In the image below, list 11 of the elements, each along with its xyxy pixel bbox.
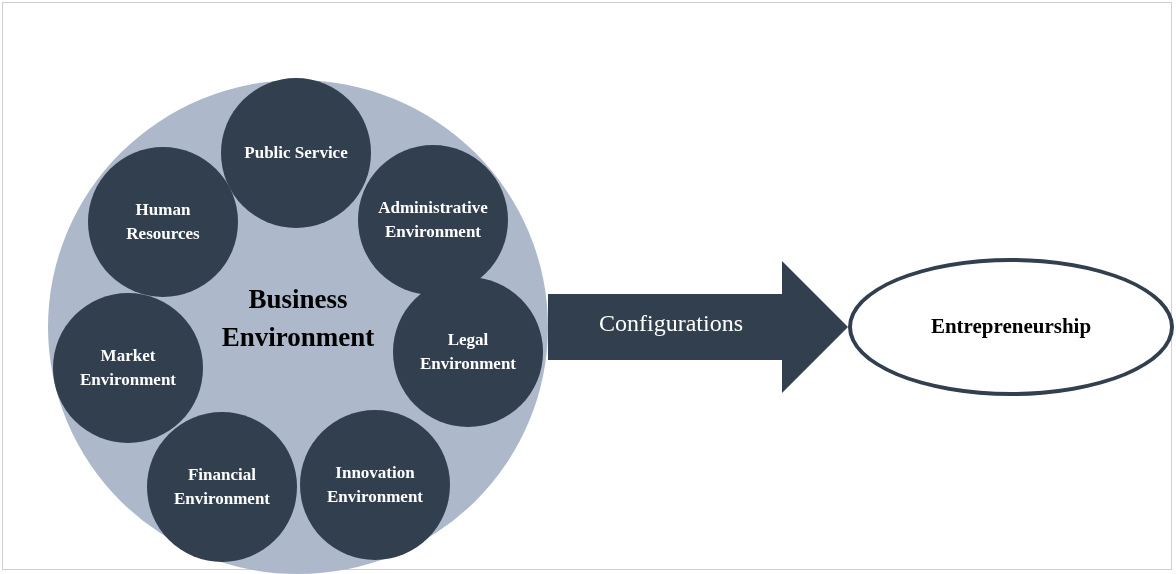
block-arrow [548, 261, 848, 393]
node-text: Innovation Environment [325, 462, 424, 508]
node-text: Human Resources [125, 199, 201, 245]
node-text: Administrative Environment [377, 197, 489, 243]
node-text: Entrepreneurship [929, 313, 1093, 341]
group-title: Business Environment [220, 283, 376, 354]
node-text: Market Environment [78, 345, 177, 391]
node-text: Legal Environment [418, 329, 517, 375]
edge-label: Configurations [599, 309, 743, 337]
node-text: Public Service [243, 142, 349, 165]
node-text: Financial Environment [172, 464, 271, 510]
